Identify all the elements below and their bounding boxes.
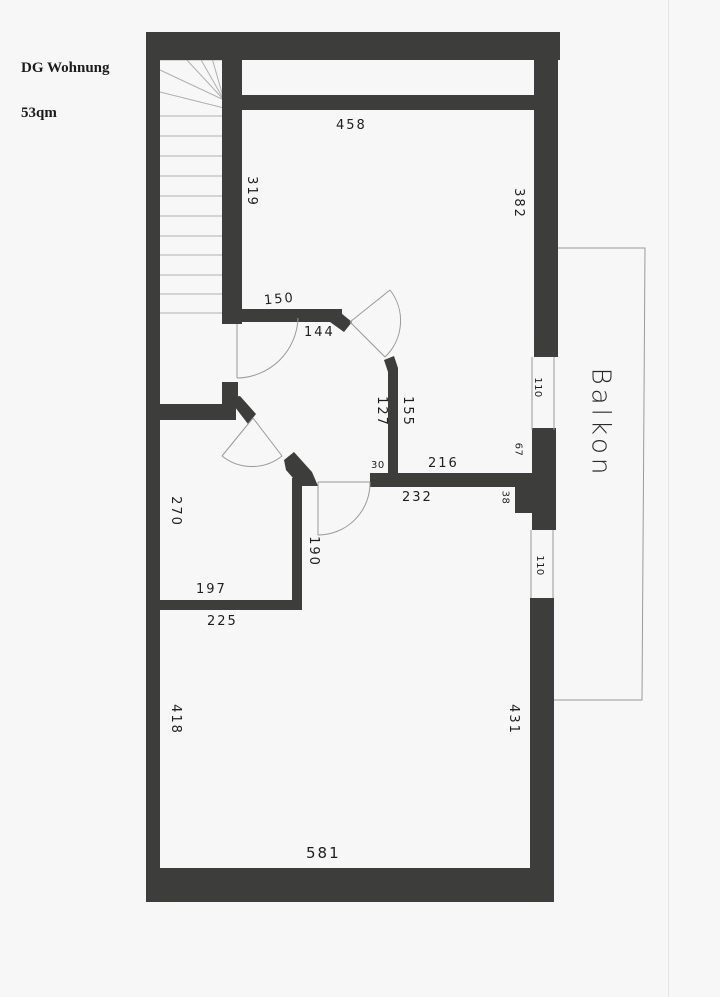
dim-window-upper: 110 <box>531 377 543 398</box>
dim-living-right: 431 <box>505 704 521 735</box>
page-edge <box>668 0 669 997</box>
dim-hall-wall-outer: 155 <box>399 396 415 427</box>
dim-pillar-upper: 67 <box>512 442 524 457</box>
dim-top-room-left-wall: 319 <box>243 176 259 207</box>
dim-top-room-width: 458 <box>336 118 367 133</box>
dim-bath-bottom-inner: 197 <box>196 582 227 597</box>
dim-bath-right: 190 <box>305 536 321 567</box>
door-swings <box>221 289 402 536</box>
dim-corner-small: 30 <box>371 460 385 471</box>
balcony-label: Balkon <box>585 367 616 479</box>
dim-hall-door-width: 144 <box>304 325 335 340</box>
dim-living-left: 418 <box>167 704 183 735</box>
balcony-outline <box>553 247 646 701</box>
dim-top-room-right-wall: 382 <box>510 188 526 219</box>
plan-title: DG Wohnung <box>21 60 110 76</box>
dim-mid-wall-bottom: 232 <box>402 490 433 505</box>
windows <box>530 357 555 598</box>
dim-window-lower: 110 <box>533 555 545 576</box>
dim-living-bottom: 581 <box>306 844 341 862</box>
walls <box>146 32 560 902</box>
plan-area: 53qm <box>21 105 57 121</box>
dim-bath-bottom-outer: 225 <box>207 614 238 629</box>
dim-hall-wall-top: 150 <box>263 290 296 309</box>
dim-mid-wall-top: 216 <box>428 456 459 471</box>
staircase <box>159 57 225 314</box>
dim-pillar-lower: 38 <box>499 490 511 505</box>
dim-bath-left: 270 <box>167 496 183 527</box>
dim-hall-wall-inner: 127 <box>373 396 389 427</box>
